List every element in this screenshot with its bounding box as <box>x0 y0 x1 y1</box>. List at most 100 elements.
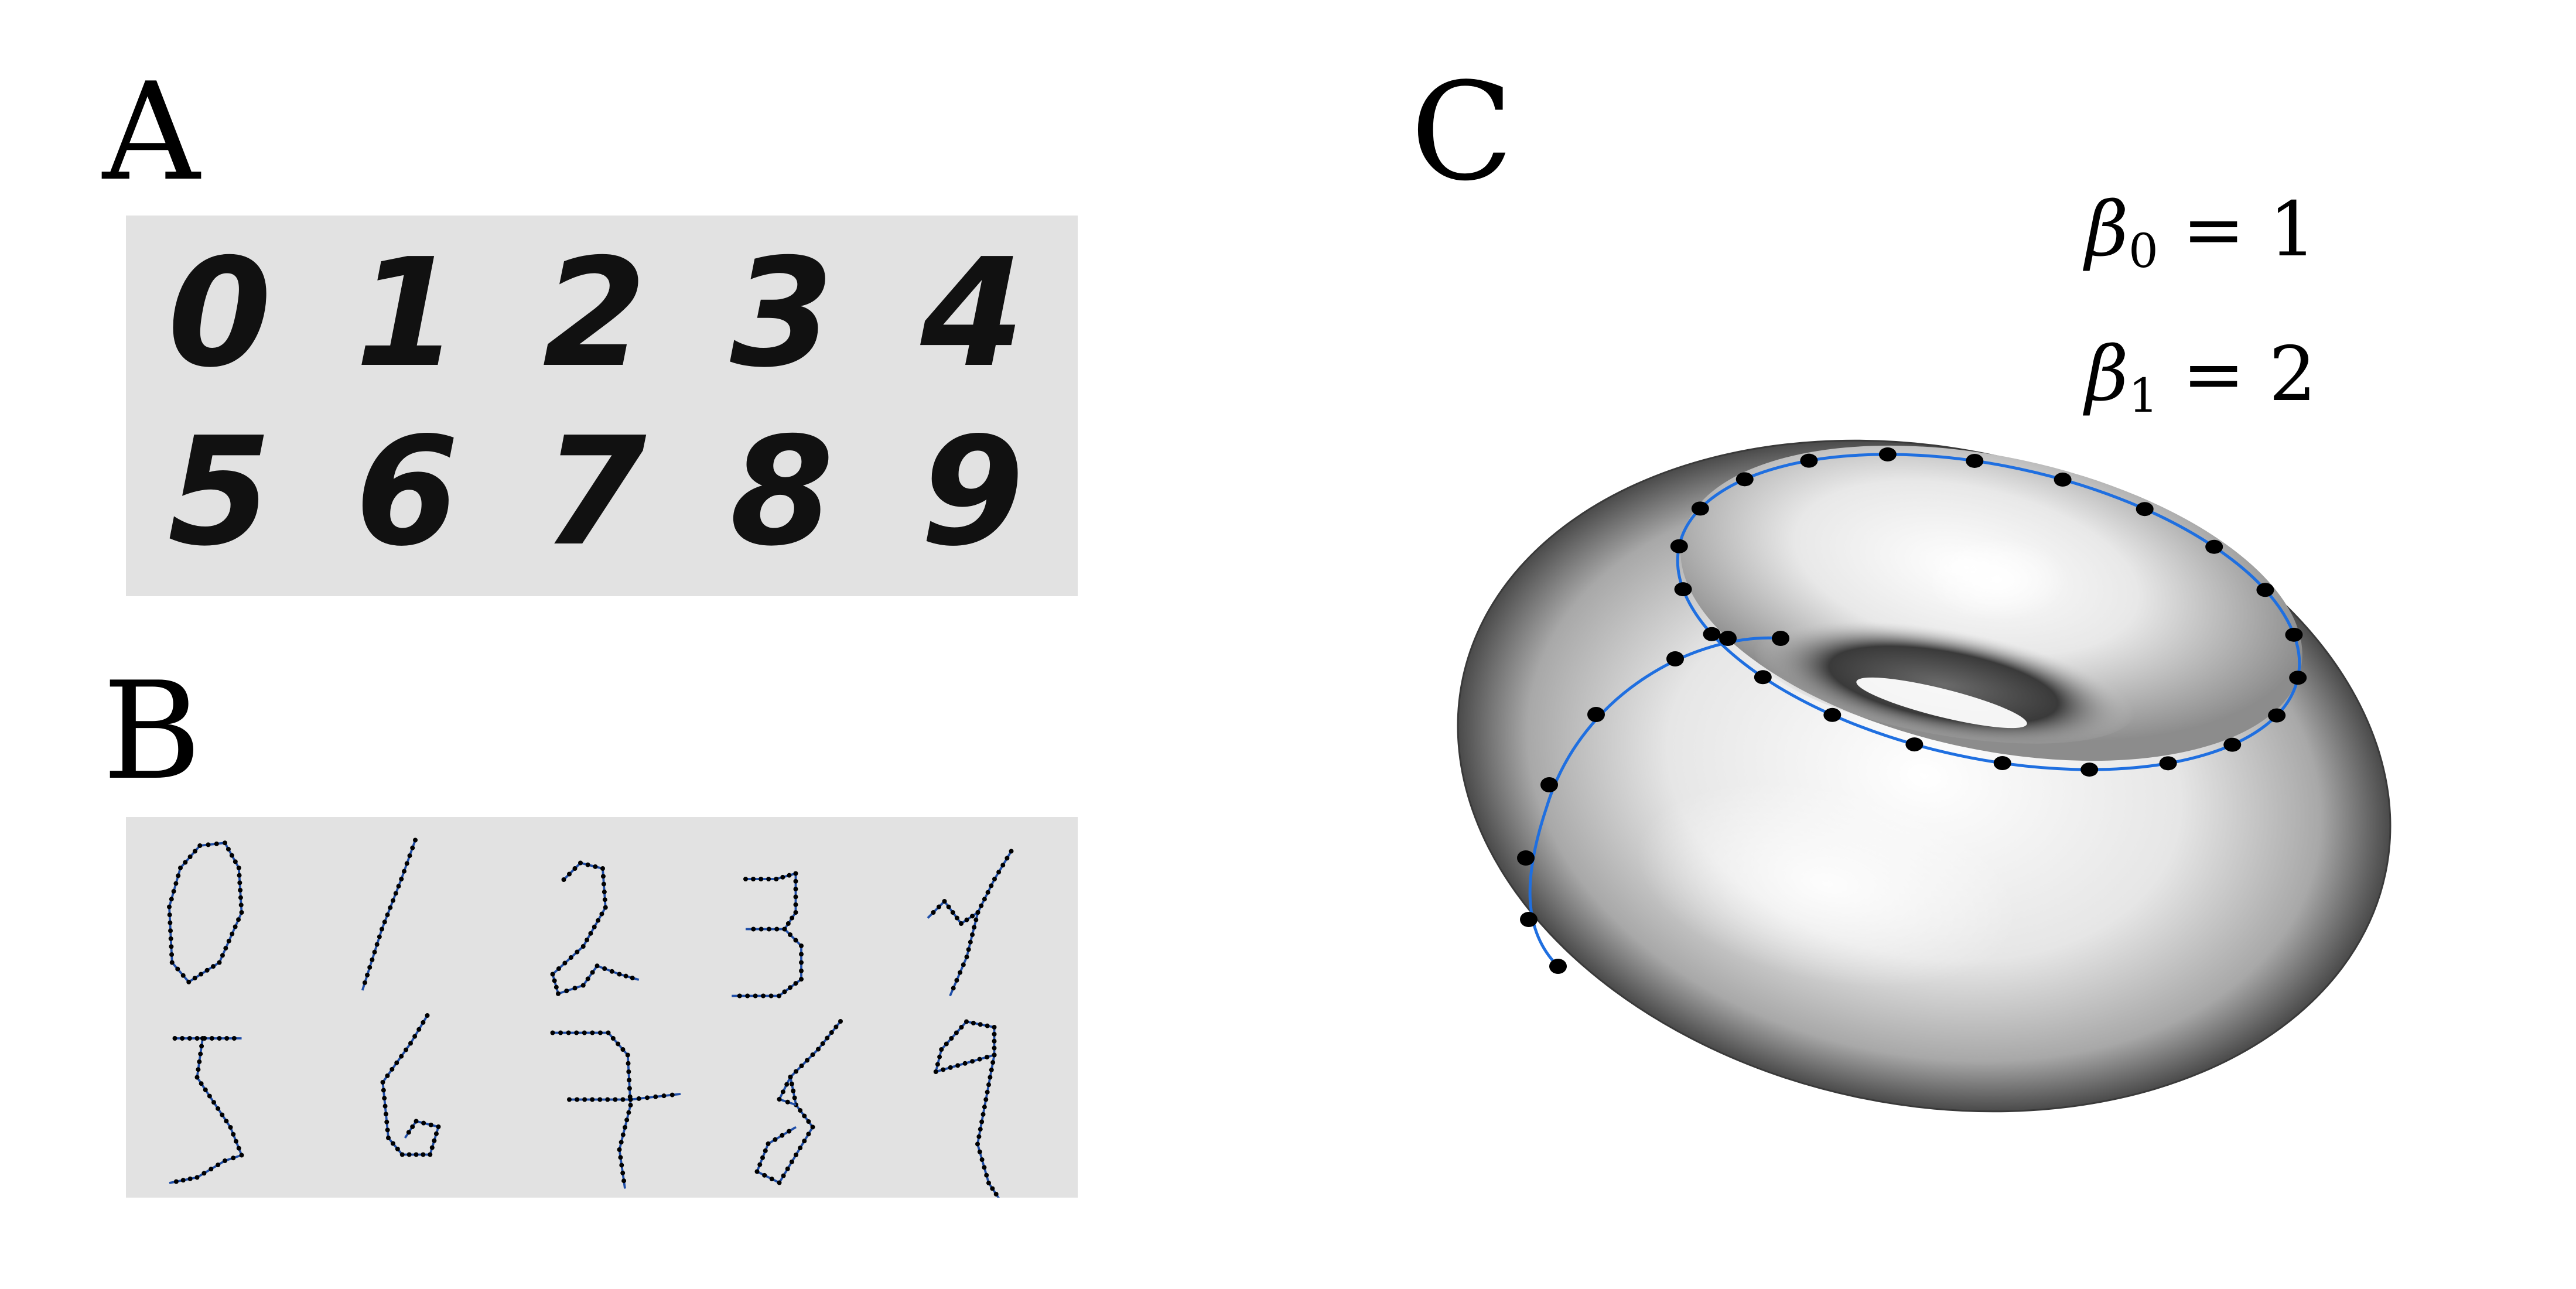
digit-graph-6 <box>380 1013 441 1157</box>
graph-node <box>757 1162 763 1167</box>
graph-node <box>788 1075 793 1079</box>
graph-node <box>428 1122 433 1127</box>
graph-node <box>933 1069 938 1074</box>
graph-node <box>806 1119 811 1124</box>
graph-node <box>601 881 606 887</box>
graph-node <box>566 1030 571 1035</box>
graph-node <box>377 934 382 939</box>
graph-node <box>590 1097 595 1102</box>
graph-node <box>585 862 590 867</box>
cycle-point <box>1520 912 1538 927</box>
graph-node <box>959 921 964 926</box>
cycle-point <box>2256 583 2274 597</box>
graph-node <box>238 902 244 908</box>
graph-node <box>552 978 557 983</box>
graph-node <box>760 1155 765 1160</box>
graph-node <box>167 904 172 910</box>
graph-node <box>558 1030 563 1035</box>
graph-node <box>192 976 197 981</box>
graph-node <box>194 1036 200 1041</box>
graph-node <box>645 1095 650 1100</box>
cycle-point <box>2054 472 2072 487</box>
graph-node <box>937 904 941 910</box>
graph-node <box>829 1030 834 1035</box>
betti-value: = 2 <box>2182 331 2317 418</box>
graph-node <box>774 877 779 881</box>
graph-node <box>798 1146 803 1151</box>
graph-node <box>610 1036 616 1041</box>
graph-node <box>810 1124 815 1130</box>
graph-node <box>236 1146 241 1151</box>
graph-node <box>226 938 231 943</box>
graph-node <box>175 966 180 972</box>
panel-label-c: C <box>1410 54 1514 211</box>
graph-node <box>362 980 367 985</box>
graph-node <box>372 949 377 955</box>
graph-node <box>585 937 590 942</box>
mnist-digit-3: 3 <box>730 227 834 401</box>
graph-node <box>367 965 373 970</box>
graph-node <box>982 1165 987 1170</box>
cycle-point <box>1549 959 1567 974</box>
graph-node <box>412 1034 418 1039</box>
graph-node <box>628 1103 633 1107</box>
graph-node <box>231 1155 236 1161</box>
graph-node <box>223 1158 227 1163</box>
graph-node <box>407 853 412 859</box>
cycle-point <box>2159 756 2177 771</box>
digit-graph-7 <box>550 1030 681 1189</box>
graph-node <box>985 890 990 895</box>
graph-node <box>628 1097 633 1102</box>
mnist-digit-6: 6 <box>355 405 459 579</box>
cycle-point <box>1754 670 1772 685</box>
graph-node <box>382 1096 387 1101</box>
graph-node <box>196 1067 201 1072</box>
graph-node <box>793 981 798 986</box>
graph-node <box>785 1166 790 1171</box>
graph-node <box>627 1086 632 1091</box>
cycle-point <box>2205 539 2223 554</box>
graph-node <box>661 1093 667 1099</box>
graph-node <box>550 972 555 977</box>
graph-node <box>173 1179 179 1184</box>
graph-node <box>935 1062 940 1067</box>
graph-node <box>762 1172 767 1178</box>
graph-node <box>625 1052 630 1058</box>
graph-node <box>383 1112 388 1117</box>
graph-node <box>582 1097 587 1102</box>
graph-node <box>966 947 971 952</box>
cycle-point <box>1540 777 1558 792</box>
graph-node <box>978 1022 983 1027</box>
graph-node <box>224 1119 229 1124</box>
graph-node <box>168 936 173 941</box>
beta-symbol: β <box>2085 331 2129 418</box>
graph-node <box>623 1125 627 1130</box>
cycle-point <box>1735 472 1754 487</box>
graph-node <box>785 1099 790 1105</box>
graph-node <box>432 1138 437 1143</box>
graph-node <box>380 926 384 932</box>
graph-node <box>588 931 593 936</box>
graph-node <box>602 897 607 902</box>
graph-node <box>186 979 192 984</box>
graph-node <box>616 1041 621 1047</box>
graph-node <box>961 962 966 967</box>
graph-node <box>408 1041 413 1046</box>
graph-node <box>187 854 193 859</box>
graph-node <box>224 1036 230 1041</box>
graph-node <box>561 877 566 882</box>
cycle-point <box>1800 453 1818 468</box>
cycle-point <box>1719 631 1737 646</box>
graph-node <box>414 1119 419 1124</box>
graph-node <box>180 1178 186 1183</box>
graph-node <box>211 1100 216 1105</box>
graph-node <box>802 1113 807 1119</box>
graph-node <box>751 877 756 881</box>
graph-node <box>211 964 216 969</box>
cycle-point <box>1587 707 1605 722</box>
torus-cycles <box>1517 447 2307 974</box>
graph-node <box>759 926 764 932</box>
mnist-digit-0: 0 <box>168 227 272 401</box>
graph-node <box>954 915 959 921</box>
graph-node <box>605 1097 610 1102</box>
